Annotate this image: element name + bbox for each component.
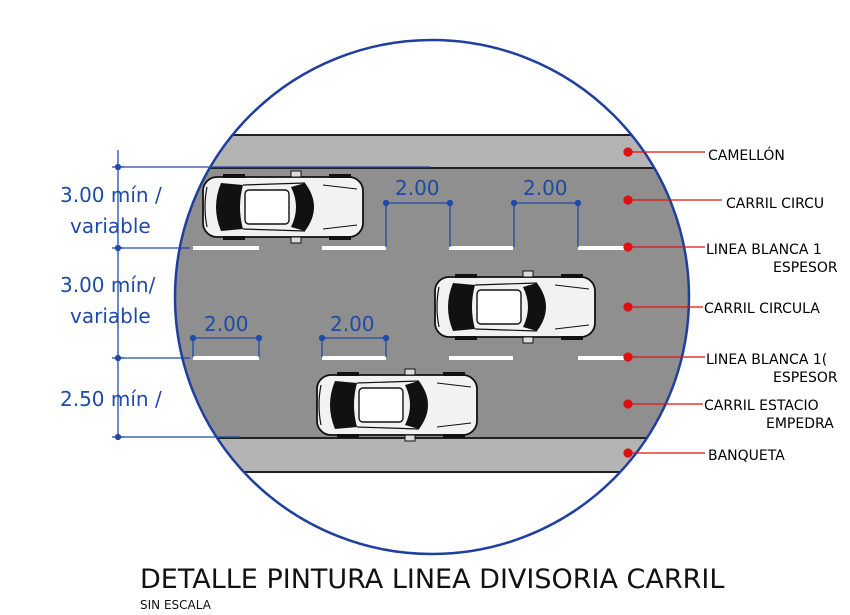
median-strip [175, 135, 689, 168]
vertical-dimension [112, 150, 430, 441]
label-camellon: CAMELLÓN [708, 146, 785, 164]
label-banqueta: BANQUETA [708, 448, 785, 464]
label-espesor-2: ESPESOR [773, 370, 838, 386]
label-carril-circu: CARRIL CIRCU [726, 196, 824, 212]
label-carril-estacio: CARRIL ESTACIO [704, 398, 819, 414]
gap-top-1: 2.00 [395, 176, 440, 200]
drawing-scale-note: SIN ESCALA [140, 598, 212, 612]
label-espesor-1: ESPESOR [773, 260, 838, 276]
gap-dims-top [382, 199, 582, 247]
label-linea-blanca-2: LINEA BLANCA 1( [706, 352, 827, 368]
dim-lane-1-line1: 3.00 mín / [60, 183, 162, 207]
label-empedra: EMPEDRA [766, 416, 834, 432]
car-parking-lane [316, 368, 478, 442]
dim-parking: 2.50 mín / [60, 387, 162, 411]
gap-mid-2: 2.00 [330, 312, 375, 336]
lane-divider-line-1 [193, 246, 628, 250]
leader-lines [623, 147, 722, 458]
gap-top-2: 2.00 [523, 176, 568, 200]
label-carril-circula: CARRIL CIRCULA [704, 301, 820, 317]
car-lane-1 [202, 170, 364, 244]
dim-lane-2-line1: 3.00 mín/ [60, 273, 156, 297]
detail-circle [173, 38, 691, 556]
gap-dims-mid [189, 334, 390, 357]
car-lane-2 [434, 270, 596, 344]
sidewalk-strip [175, 438, 689, 472]
dim-lane-2-line2: variable [70, 304, 151, 328]
dim-lane-1-line2: variable [70, 214, 151, 238]
drawing-title: DETALLE PINTURA LINEA DIVISORIA CARRIL [140, 564, 724, 595]
gap-mid-1: 2.00 [204, 312, 249, 336]
lane-divider-line-2 [193, 356, 628, 360]
road-section [175, 134, 689, 473]
label-linea-blanca-1: LINEA BLANCA 1 [706, 242, 822, 258]
